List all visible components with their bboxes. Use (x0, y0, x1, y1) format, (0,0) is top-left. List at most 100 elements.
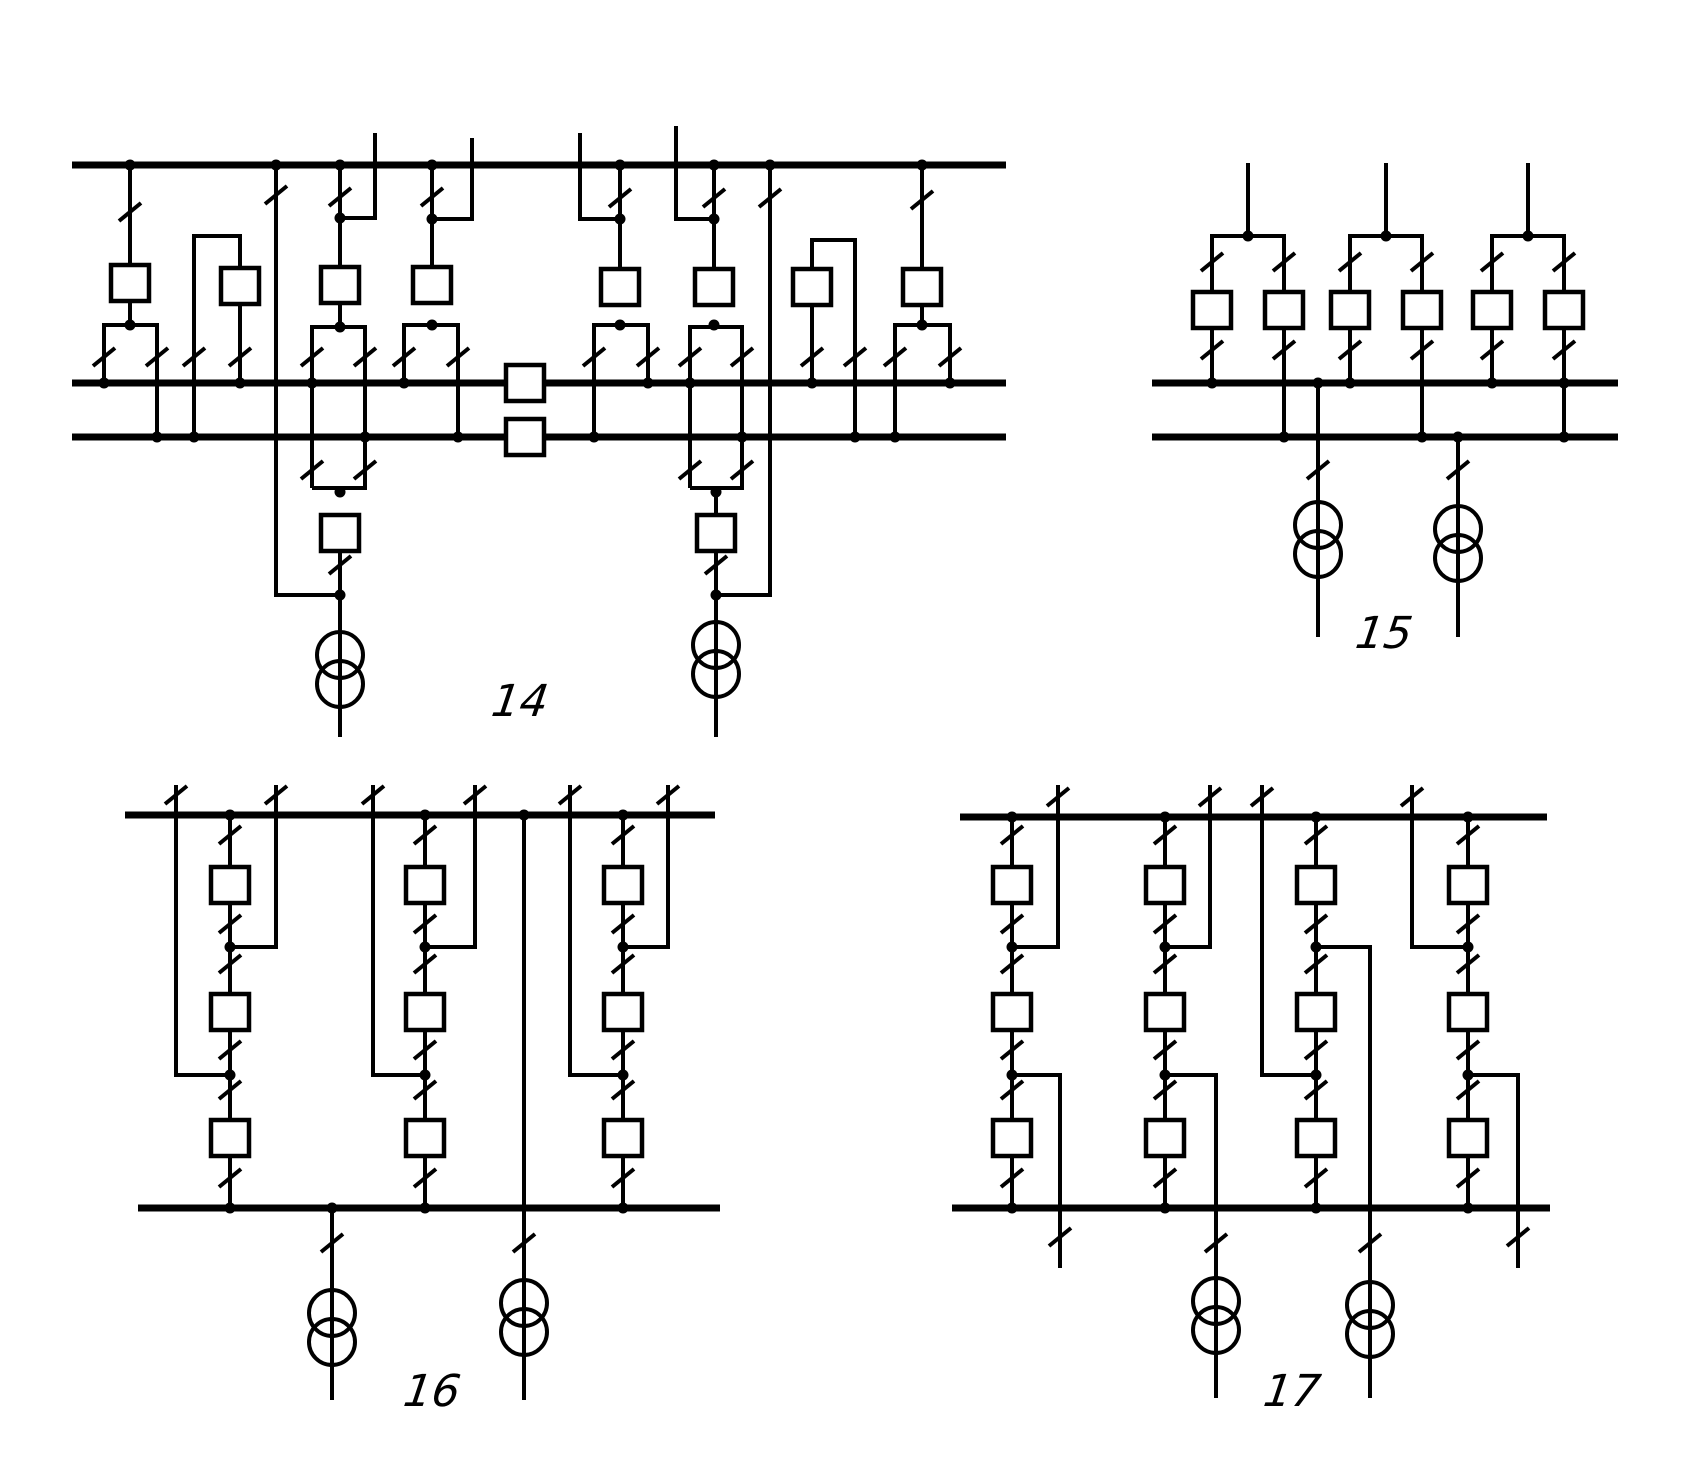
disconnector-symbol (1152, 824, 1178, 846)
breaker-symbol (900, 266, 944, 308)
conductor (1165, 1073, 1218, 1398)
disconnector-symbol (999, 913, 1025, 935)
junction-dot (1006, 1202, 1018, 1214)
junction-dot (270, 159, 282, 171)
conductor (230, 785, 278, 949)
junction-dot (419, 1202, 431, 1214)
scheme-17 (952, 785, 1550, 1398)
disconnector-symbol (1199, 251, 1225, 273)
disconnector-symbol (1337, 251, 1363, 273)
breaker-symbol (692, 266, 736, 308)
breaker-symbol (1446, 1117, 1490, 1159)
conductor (893, 323, 952, 437)
conductor (1316, 945, 1372, 1398)
transformer-winding (1433, 504, 1483, 554)
breaker-symbol (598, 266, 642, 308)
disconnector-symbol (163, 784, 189, 806)
junction-dot (1310, 811, 1322, 823)
disconnector-symbol (412, 953, 438, 975)
disconnector-symbol (999, 1167, 1025, 1189)
disconnector-symbol (319, 1232, 345, 1254)
disconnector-symbol (729, 346, 755, 368)
junction-dot (1006, 811, 1018, 823)
disconnector-symbol (999, 824, 1025, 846)
disconnector-symbol (227, 346, 253, 368)
disconnector-symbol (729, 459, 755, 481)
disconnector-symbol (1479, 251, 1505, 273)
disconnector-symbol (703, 554, 729, 576)
scheme-15 (1152, 163, 1618, 637)
transformer-winding (1293, 500, 1343, 550)
disconnector-symbol (635, 346, 661, 368)
disconnector-symbol (412, 824, 438, 846)
disconnector-symbol (217, 824, 243, 846)
disconnector-symbol (352, 346, 378, 368)
conductor (425, 785, 477, 949)
disconnector-symbol (1303, 953, 1329, 975)
disconnector-symbol (1455, 1039, 1481, 1061)
conductor (402, 323, 460, 437)
conductor (1468, 1073, 1520, 1268)
breaker-symbol (1542, 289, 1586, 331)
transformer-winding (315, 659, 365, 709)
junction-dot (334, 159, 346, 171)
conductor (674, 126, 714, 221)
disconnector-symbol (1303, 913, 1329, 935)
junction-dot (188, 431, 200, 443)
conductor (1012, 785, 1060, 949)
junction-dot (426, 159, 438, 171)
breaker-symbol (990, 1117, 1034, 1159)
breaker-symbol (1400, 289, 1444, 331)
junction-dot (1312, 377, 1324, 389)
transformer-winding (499, 1278, 549, 1328)
junction-dot (944, 377, 956, 389)
disconnector-symbol (1455, 953, 1481, 975)
conductor (810, 238, 857, 437)
breaker-symbol (318, 512, 362, 554)
transformer-winding (307, 1288, 357, 1338)
conductor (568, 785, 623, 1077)
disconnector-symbol (1271, 339, 1297, 361)
junction-dot (224, 1202, 236, 1214)
disconnector-symbol (1303, 1079, 1329, 1101)
disconnector-symbol (217, 953, 243, 975)
transformer-winding (1191, 1305, 1241, 1355)
disconnector-symbol (1445, 459, 1471, 481)
disconnector-symbol (91, 346, 117, 368)
disconnector-symbol (610, 1079, 636, 1101)
disconnector-symbol (677, 459, 703, 481)
disconnector-symbol (217, 1039, 243, 1061)
conductor (432, 138, 474, 221)
breaker-symbol (601, 864, 645, 906)
junction-dot (398, 377, 410, 389)
disconnector-symbol (1505, 1226, 1531, 1248)
junction-dot (889, 431, 901, 443)
conductor (1012, 1073, 1062, 1268)
disconnector-symbol (1203, 1232, 1229, 1254)
scheme-17-label: 17 (1260, 1366, 1324, 1417)
disconnector-symbol (511, 1232, 537, 1254)
junction-dot (617, 1202, 629, 1214)
junction-dot (452, 431, 464, 443)
breaker-symbol (403, 1117, 447, 1159)
disconnector-symbol (217, 1079, 243, 1101)
breaker-symbol (1143, 864, 1187, 906)
disconnector-symbol (1551, 339, 1577, 361)
transformer-winding (691, 620, 741, 670)
junction-dot (708, 159, 720, 171)
junction-dot (234, 377, 246, 389)
transformer-winding (1191, 1276, 1241, 1326)
disconnector-symbol (1455, 1079, 1481, 1101)
junction-dot (684, 377, 696, 389)
junction-dot (1206, 377, 1218, 389)
disconnector-symbol (842, 346, 868, 368)
breaker-symbol (410, 264, 454, 306)
scheme-14 (72, 126, 1006, 737)
disconnector-symbol (1337, 339, 1363, 361)
junction-dot (1462, 811, 1474, 823)
disconnector-symbol (181, 346, 207, 368)
breaker-symbol (1446, 864, 1490, 906)
junction-dot (617, 809, 629, 821)
disconnector-symbol (217, 1167, 243, 1189)
